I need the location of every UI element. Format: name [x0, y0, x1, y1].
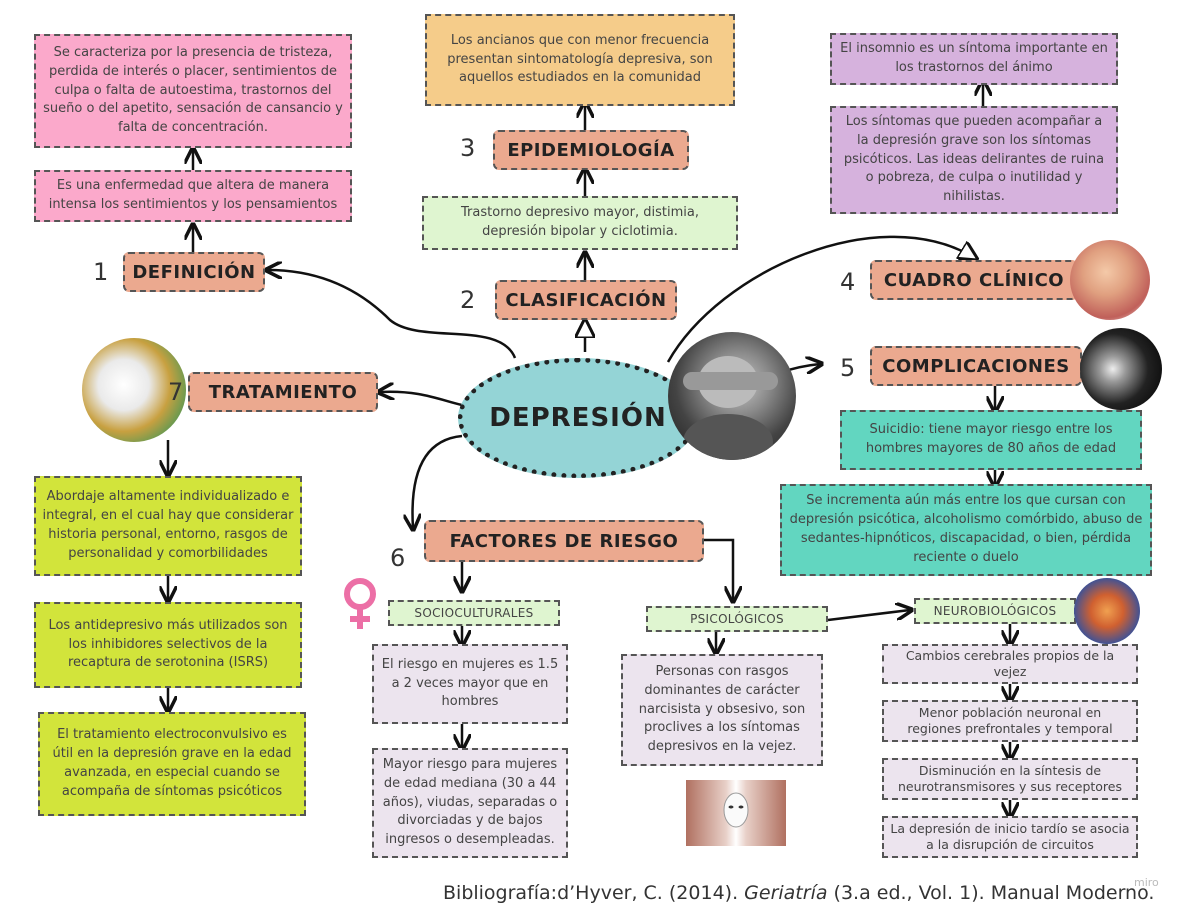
socioculturales-label[interactable]: SOCIOCULTURALES [388, 600, 560, 626]
definicion-title[interactable]: DEFINICIÓN [123, 252, 265, 292]
complicaciones-box-1: Suicidio: tiene mayor riesgo entre los h… [840, 410, 1142, 470]
number-1: 1 [93, 258, 109, 286]
woman-photo [1070, 240, 1150, 320]
bibliography-suffix: (3.a ed., Vol. 1). Manual Moderno. [827, 882, 1155, 904]
factores-title[interactable]: FACTORES DE RIESGO [424, 520, 704, 562]
complicaciones-title[interactable]: COMPLICACIONES [870, 346, 1082, 386]
center-node[interactable]: DEPRESIÓN [458, 358, 698, 478]
number-2: 2 [460, 286, 476, 314]
cuadro-clinico-box-2: El insomnio es un síntoma importante en … [830, 33, 1118, 85]
number-6: 6 [390, 544, 406, 572]
center-label: DEPRESIÓN [489, 403, 667, 433]
brain-photo [1074, 578, 1140, 644]
definicion-box-1: Es una enfermedad que altera de manera i… [34, 170, 352, 222]
pills-photo [82, 338, 186, 442]
epidemiologia-title[interactable]: EPIDEMIOLOGÍA [493, 130, 689, 170]
clasificacion-title[interactable]: CLASIFICACIÓN [495, 280, 677, 320]
psicologicos-label[interactable]: PSICOLÓGICOS [646, 606, 828, 632]
definicion-box-2: Se caracteriza por la presencia de trist… [34, 34, 352, 148]
complicaciones-box-2: Se incrementa aún más entre los que curs… [780, 484, 1152, 576]
tratamiento-box-3: El tratamiento electroconvulsivo es útil… [38, 712, 306, 816]
number-3: 3 [460, 134, 476, 162]
cuadro-clinico-box-1: Los síntomas que pueden acompañar a la d… [830, 106, 1118, 214]
neurobiologicos-box-4: La depresión de inicio tardío se asocia … [882, 816, 1138, 858]
elderly-person-icon [683, 356, 778, 460]
number-4: 4 [840, 268, 856, 296]
tratamiento-box-2: Los antidepresivo más utilizados son los… [34, 602, 302, 688]
bibliography-book: Geriatría [744, 882, 828, 904]
neurobiologicos-box-2: Menor población neuronal en regiones pre… [882, 700, 1138, 742]
neurobiologicos-box-3: Disminución en la síntesis de neurotrans… [882, 758, 1138, 800]
neurobiologicos-label[interactable]: NEUROBIOLÓGICOS [914, 598, 1076, 624]
clasificacion-box-1: Trastorno depresivo mayor, distimia, dep… [422, 196, 738, 250]
tratamiento-box-1: Abordaje altamente individualizado e int… [34, 476, 302, 576]
tratamiento-title[interactable]: TRATAMIENTO [188, 372, 378, 412]
elderly-person-photo [668, 332, 796, 460]
epidemiologia-box-1: Los ancianos que con menor frecuencia pr… [425, 14, 735, 106]
number-5: 5 [840, 354, 856, 382]
masks-photo [686, 780, 786, 846]
cuadro-clinico-title[interactable]: CUADRO CLÍNICO [870, 260, 1078, 300]
dark-abstract-photo [1080, 328, 1162, 410]
socioculturales-box-1: El riesgo en mujeres es 1.5 a 2 veces ma… [372, 644, 568, 724]
bibliography: Bibliografía:d’Hyver, C. (2014). Geriatr… [443, 882, 1154, 904]
bibliography-prefix: Bibliografía:d’Hyver, C. (2014). [443, 882, 745, 904]
mask-icon [723, 792, 749, 828]
psicologicos-box-1: Personas con rasgos dominantes de caráct… [621, 654, 823, 766]
female-symbol-icon [344, 578, 376, 629]
number-7: 7 [168, 378, 184, 406]
socioculturales-box-2: Mayor riesgo para mujeres de edad median… [372, 748, 568, 858]
miro-watermark: miro [1134, 876, 1159, 889]
neurobiologicos-box-1: Cambios cerebrales propios de la vejez [882, 644, 1138, 684]
